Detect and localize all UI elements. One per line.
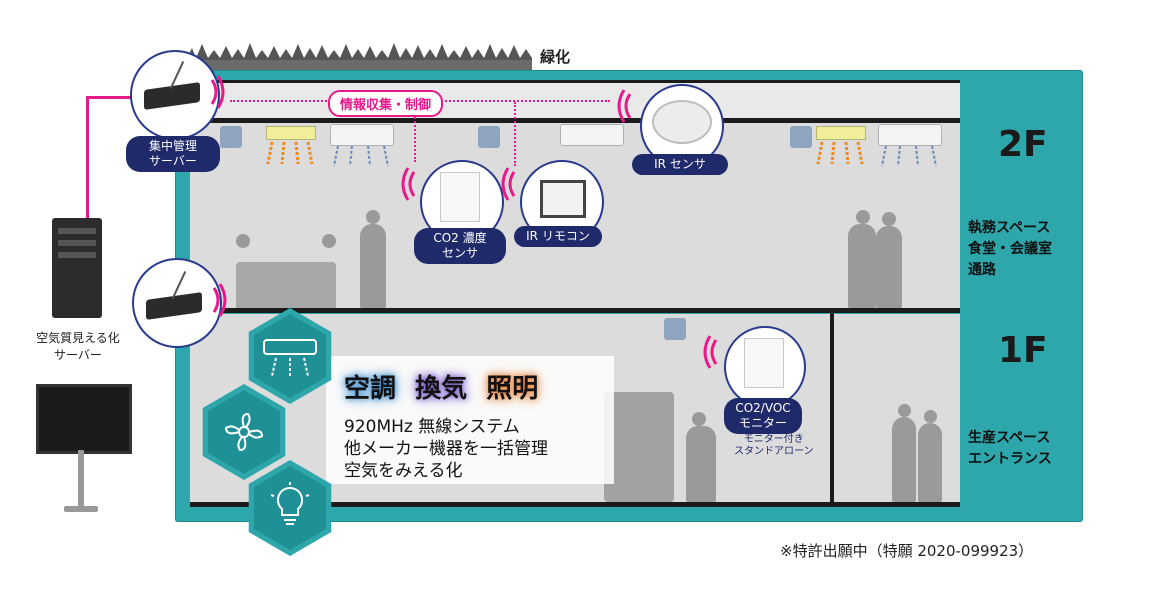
person-icon [876, 226, 902, 308]
slab-2f-ceiling [190, 118, 960, 123]
light-rays-icon [816, 141, 864, 165]
display-monitor-icon [36, 384, 132, 454]
ventilation-fan-icon [790, 126, 812, 148]
airflow-icon [333, 145, 389, 167]
feature-lighting: 照明 [486, 374, 539, 404]
ventilation-fan-icon [220, 126, 242, 148]
person-icon [892, 417, 916, 502]
co2-sensor-label: CO2 濃度 センサ [414, 228, 506, 264]
roof-space [190, 82, 960, 122]
info-link-label: 情報収集・制御 [328, 90, 444, 117]
floor-1f-areas: 生産スペース エントランス [968, 430, 1052, 467]
partition-wall [830, 312, 834, 504]
data-link-line [414, 102, 416, 162]
air-quality-server-label: 空気質見える化 サーバー [36, 331, 120, 362]
ventilation-fan-icon [664, 318, 686, 340]
person-icon [236, 234, 250, 248]
person-icon [692, 412, 706, 426]
co2-voc-monitor-icon [744, 338, 784, 388]
person-icon [686, 426, 716, 502]
roof-label: 緑化 [540, 48, 571, 66]
feature-panel [326, 356, 614, 484]
person-icon [918, 423, 942, 502]
hex-air-conditioning-inner [253, 314, 327, 398]
co2-sensor-icon [440, 172, 480, 222]
monitor-stand [78, 450, 84, 506]
feature-air-conditioning: 空調 [344, 374, 397, 404]
floor-2f-areas: 執務スペース 食堂・会議室 通路 [968, 220, 1052, 278]
patent-note: ※特許出願中（特願 2020-099923） [780, 542, 1034, 560]
wireless-signal-icon [210, 75, 225, 109]
wireless-signal-icon [401, 167, 416, 201]
wireless-signal-icon [703, 335, 718, 369]
person-icon [856, 210, 870, 224]
air-conditioner-icon [560, 124, 624, 146]
wireless-signal-icon [501, 167, 516, 201]
tower-server-icon [52, 218, 102, 318]
air-conditioner-icon [878, 124, 942, 146]
floor-1f-label: 1F [998, 330, 1048, 371]
co2-voc-monitor-label: CO2/VOC モニター [724, 398, 802, 434]
ceiling-light-icon [816, 126, 866, 140]
server-link-line [86, 96, 89, 218]
person-icon [898, 404, 911, 417]
slab-2f-floor [190, 308, 960, 313]
light-bulb-icon [270, 482, 310, 525]
ir-remote-icon [540, 180, 586, 218]
data-link-line [514, 102, 516, 166]
light-rays-icon [266, 141, 314, 165]
person-icon [882, 212, 896, 226]
person-icon [322, 234, 336, 248]
machine-tool [604, 392, 674, 502]
ir-sensor-icon [652, 100, 712, 144]
ceiling-light-icon [266, 126, 316, 140]
air-conditioner-icon [330, 124, 394, 146]
ventilation-fan-icon [478, 126, 500, 148]
ir-sensor-label: IR センサ [632, 154, 728, 175]
rooftop-greenery [186, 43, 532, 70]
fan-icon [224, 412, 264, 452]
feature-words: 空調 換気 照明 [344, 368, 538, 405]
person-icon [366, 210, 380, 224]
person-icon [848, 224, 876, 308]
feature-description: 920MHz 無線システム 他メーカー機器を一括管理 空気をみえる化 [344, 417, 548, 481]
floor-2f-label: 2F [998, 124, 1048, 165]
monitor-note: モニター付き スタンドアローン [734, 434, 814, 457]
central-server-label: 集中管理 サーバー [126, 136, 220, 172]
monitor-stand [64, 506, 98, 512]
wireless-signal-icon [617, 89, 632, 123]
feature-ventilation: 換気 [415, 374, 468, 404]
server-link-line [86, 96, 138, 99]
slab-top [190, 80, 960, 83]
meeting-table [236, 262, 336, 308]
slab-1f-floor [190, 502, 960, 507]
hex-lighting-inner [253, 466, 327, 550]
wireless-signal-icon [212, 283, 227, 317]
air-conditioner-icon [263, 339, 317, 377]
airflow-icon [881, 145, 937, 167]
person-icon [924, 410, 937, 423]
ir-remote-label: IR リモコン [514, 226, 602, 247]
person-icon [360, 224, 386, 308]
